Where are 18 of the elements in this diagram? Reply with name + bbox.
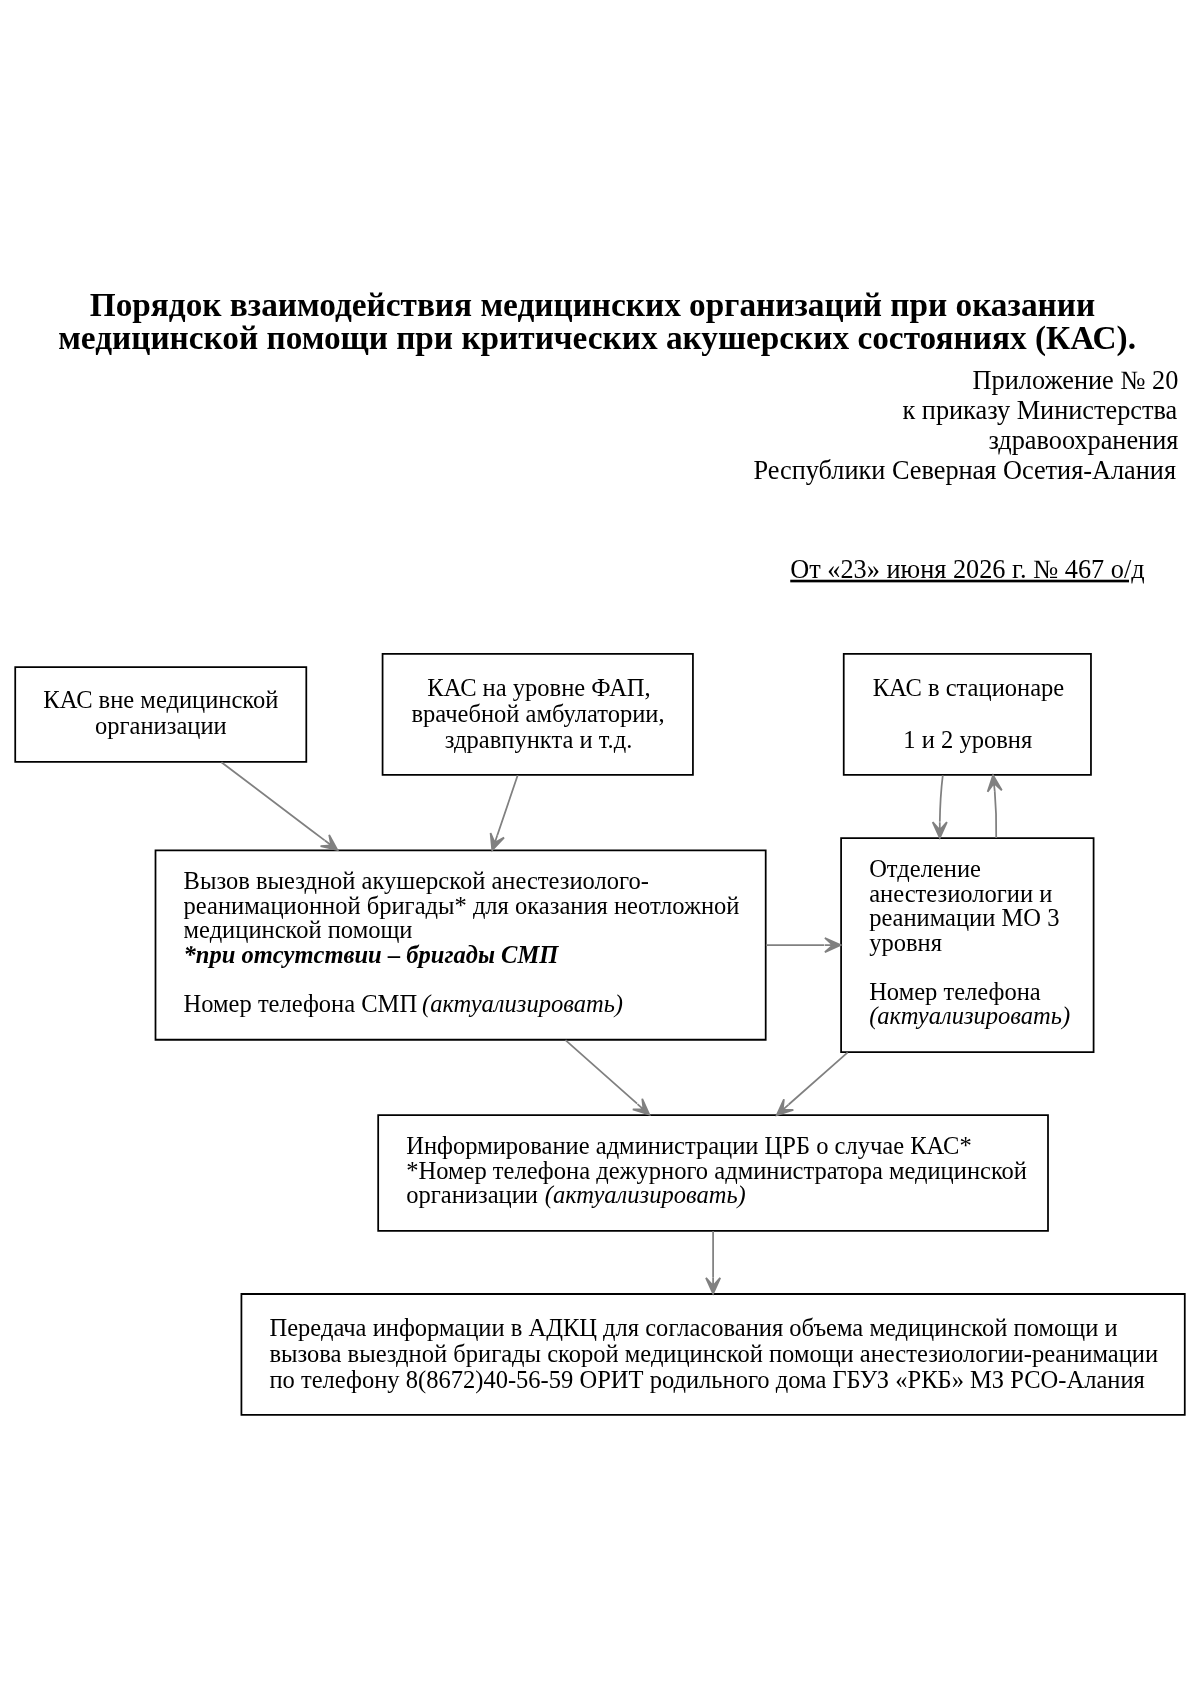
node-box: Передача информации в АДКЦ для согласования объема медицинской помощи и вызова выездной бригады скорой медицинской помощи анестезиологии-реанимации по телефону 8(8672)40-56-59 ОРИТ родильного дома ГБУЗ «РКБ» МЗ РСО-Алания [240,1292,1186,1416]
label: От «23» июня 2026 г. № 467 о/д [790,554,1145,584]
node-box: КАС на уровне ФАП, врачебной амбулатории, здравпункта и т.д. [381,652,694,776]
node-box: КАС вне медицинской организации [14,665,308,763]
arrow [220,760,339,851]
node-box: Информирование администрации ЦРБ о случае КАС* *Номер телефона дежурного администратора медицинской организации (актуализировать) [377,1113,1049,1232]
arrow [986,773,1003,839]
arrow [705,1229,722,1295]
node-box: Вызов выездной акушерской анестезиолого-реанимационной бригады* для оказания неотложной медицинской помощи *при отсутствии – бригады СМП Номер телефона СМП (актуализировать) [154,849,767,1041]
arrow [775,1051,849,1116]
label: Приложение № 20 к приказу Министерства здравоохранения Республики Северная Осетия-Алания [753,365,1179,485]
arrow [564,1038,651,1115]
diagram-title: Порядок взаимодействия медицинских организаций при оказании медицинской помощи при критических акушерских состояниях (КАС). [58,285,1137,356]
arrow [489,773,519,851]
node-box: Отделение анестезиологии и реанимации МО 3 уровня Номер телефона (актуализировать) [840,836,1095,1053]
arrow [765,936,842,953]
arrow [931,773,948,839]
node-box: КАС в стационаре 1 и 2 уровня [842,652,1092,776]
